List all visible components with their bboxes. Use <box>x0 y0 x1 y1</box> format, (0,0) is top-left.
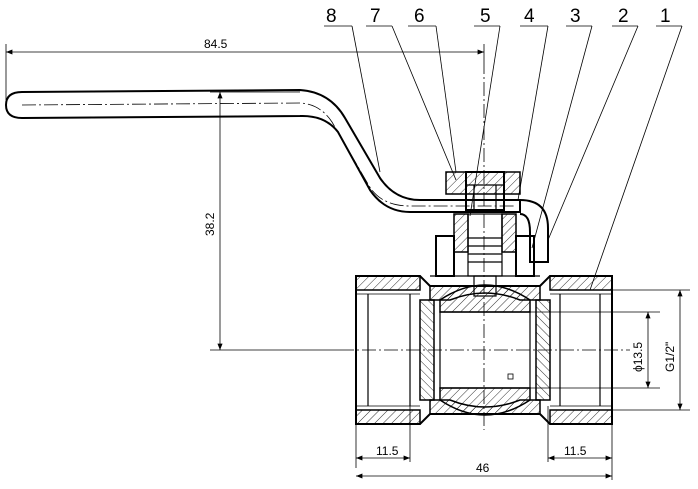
dim-bore-diameter <box>530 311 660 389</box>
dim-right-thread-depth-label: 11.5 <box>564 444 587 458</box>
callout-leaders <box>324 25 683 291</box>
dim-thread-size <box>612 289 690 411</box>
dim-right-thread-depth <box>547 406 613 480</box>
dim-handle-height-label: 38.2 <box>203 212 217 236</box>
callout-2: 2 <box>618 6 629 27</box>
bonnet <box>430 235 540 277</box>
callout-1: 1 <box>660 6 671 27</box>
dim-bore-diameter-label: ϕ13.5 <box>631 342 645 372</box>
callout-6: 6 <box>414 6 425 27</box>
dim-left-thread-depth-label: 11.5 <box>376 444 399 458</box>
dim-handle-height <box>210 91 340 351</box>
callout-8: 8 <box>326 6 337 27</box>
dim-overall-length-label: 46 <box>476 461 490 475</box>
dim-left-thread-depth <box>355 406 411 468</box>
dim-handle-length <box>5 44 485 100</box>
callout-3: 3 <box>570 6 581 27</box>
ball <box>439 284 531 416</box>
stem-nut <box>445 171 521 211</box>
stem <box>453 213 517 297</box>
callout-7: 7 <box>370 6 381 27</box>
callout-5: 5 <box>480 6 491 27</box>
lever-handle <box>4 88 521 213</box>
callout-4: 4 <box>524 6 535 27</box>
dim-thread-size-label: G1/2" <box>663 342 677 372</box>
handle-bend <box>519 199 549 263</box>
dim-handle-length-label: 84.5 <box>204 37 228 51</box>
